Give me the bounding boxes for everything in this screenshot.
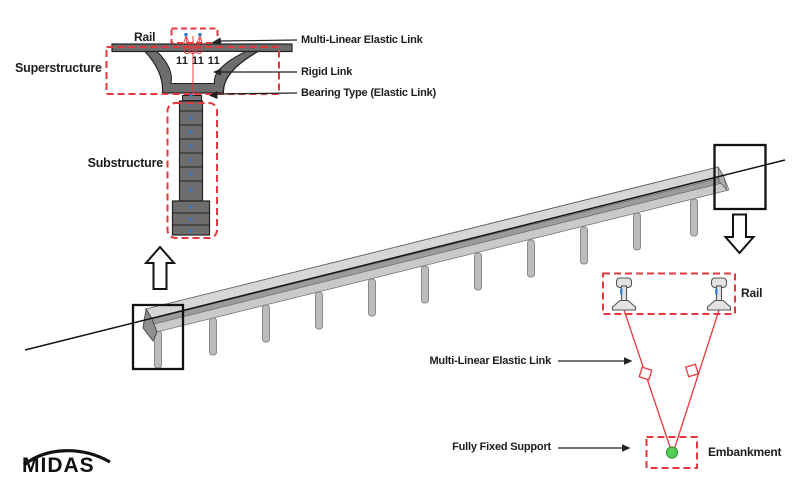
girder-node-numbers: 11 11 11 bbox=[176, 55, 221, 67]
rail-dashed-box bbox=[170, 27, 219, 44]
fixed-support-node bbox=[665, 446, 679, 459]
bridge-pier bbox=[690, 198, 698, 237]
bridge-pier bbox=[209, 317, 217, 356]
section-callout-arrowheads bbox=[209, 37, 222, 99]
bridge-3d-view bbox=[24, 143, 786, 371]
bridge-pier bbox=[633, 212, 641, 251]
callout-fully-fixed-support: Fully Fixed Support bbox=[452, 441, 551, 453]
rail-cross-section-left bbox=[611, 277, 637, 311]
rail-node-tick-right bbox=[715, 288, 718, 295]
midas-logo-swoosh-icon bbox=[22, 449, 111, 467]
arrow-down-icon bbox=[723, 213, 756, 255]
support-dashed-box bbox=[645, 436, 698, 469]
embankment-elastic-links bbox=[623, 309, 720, 451]
superstructure-label: Superstructure bbox=[15, 61, 102, 75]
substructure-label: Substructure bbox=[87, 156, 164, 170]
callout-rigid-link: Rigid Link bbox=[301, 66, 353, 78]
embankment-rail-dashed-box bbox=[602, 272, 736, 315]
embankment-callout-arrowheads bbox=[622, 357, 633, 452]
rail-label-bottom: Rail bbox=[741, 286, 763, 300]
bridge-pier bbox=[154, 330, 162, 369]
bridge-pier bbox=[474, 252, 482, 291]
embankment-label: Embankment bbox=[708, 445, 782, 459]
zoom-box-left bbox=[131, 303, 185, 371]
section-column-joints bbox=[172, 110, 210, 226]
section-callout-leaders bbox=[216, 39, 298, 95]
bridge-pier bbox=[580, 226, 588, 265]
elastic-link-symbol bbox=[684, 363, 700, 378]
substructure-dashed-box bbox=[166, 102, 218, 239]
bridge-pier bbox=[527, 239, 535, 278]
rail-label-top: Rail bbox=[134, 30, 156, 44]
elastic-link-symbol bbox=[638, 366, 653, 381]
section-girder-cavity bbox=[155, 51, 247, 84]
callout-bearing-type: Bearing Type (Elastic Link) bbox=[301, 87, 436, 99]
pier-cross-section-detail bbox=[105, 27, 298, 239]
embankment-detail bbox=[558, 272, 736, 469]
bridge-pier bbox=[368, 278, 376, 317]
bridge-pier bbox=[315, 291, 323, 330]
rail-alignment-line bbox=[24, 159, 786, 351]
rail-cross-section-right bbox=[706, 277, 732, 311]
bridge-pier bbox=[262, 304, 270, 343]
callout-multi-linear-elastic-link-top: Multi-Linear Elastic Link bbox=[301, 34, 423, 46]
section-pier-column bbox=[171, 100, 211, 236]
rail-node-tick-left bbox=[620, 288, 623, 295]
zoom-box-right bbox=[713, 143, 767, 211]
callout-multi-linear-elastic-link-bottom: Multi-Linear Elastic Link bbox=[429, 355, 551, 367]
midas-logo: MIDAS bbox=[20, 448, 116, 480]
embankment-callout-leaders bbox=[558, 360, 625, 449]
arrow-up-icon bbox=[143, 245, 177, 290]
bridge-piers bbox=[154, 198, 698, 369]
bridge-pier bbox=[421, 265, 429, 304]
midas-logo-text: MIDAS bbox=[22, 454, 95, 477]
rail-spring-links bbox=[182, 35, 204, 54]
rail-node-dots bbox=[184, 33, 202, 37]
bridge-deck bbox=[142, 166, 730, 342]
deck-end-cap-left bbox=[142, 307, 158, 342]
